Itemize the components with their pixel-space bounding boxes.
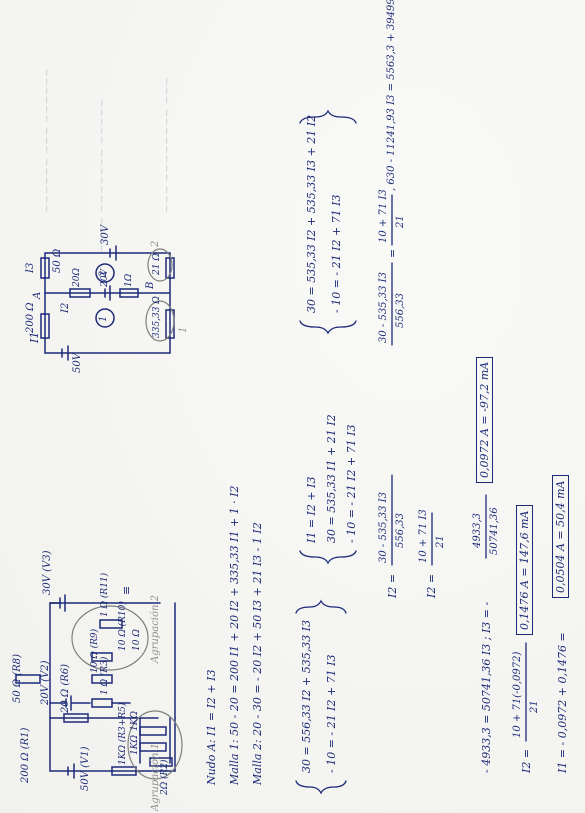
rotated-handwritten-sheet: ~~~~~~ ~~~ ~~~~~~ ~~~~ ~~~~~~~ ~~~~~ ~~~… <box>12 0 569 811</box>
right-circuit-drawing <box>40 245 175 361</box>
circuit-drawings <box>15 594 183 780</box>
math-strokes <box>295 109 527 795</box>
